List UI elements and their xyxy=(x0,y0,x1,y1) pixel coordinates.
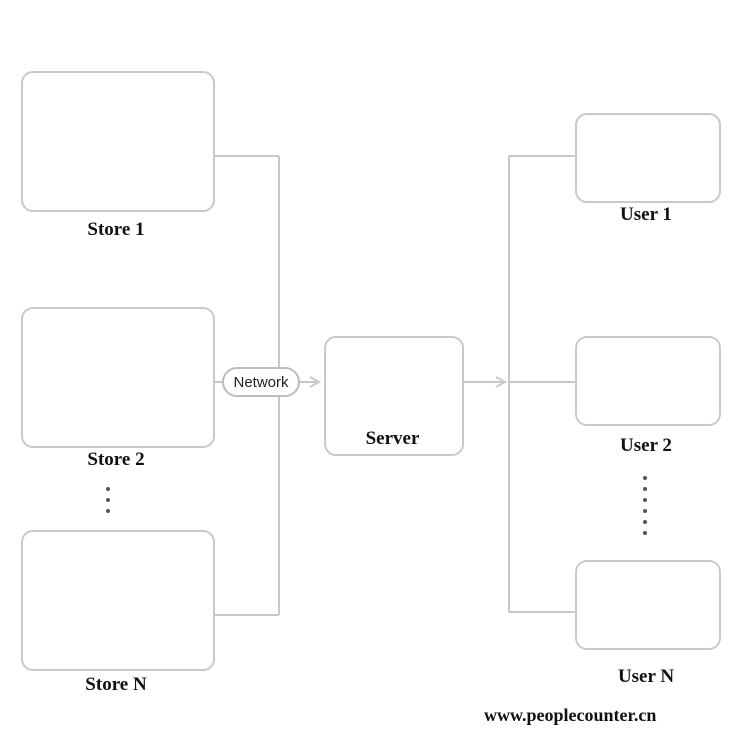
user-1-box xyxy=(575,113,721,203)
store-1-label: Store 1 xyxy=(87,219,145,240)
user-2-label: User 2 xyxy=(620,435,672,456)
store-n-box xyxy=(21,530,215,671)
user-2-box xyxy=(575,336,721,426)
store-n-label: Store N xyxy=(85,674,147,695)
store-2-label: Store 2 xyxy=(87,449,145,470)
user-1-label: User 1 xyxy=(620,204,672,225)
arrow-to-users-icon xyxy=(495,376,508,388)
store-1-box xyxy=(21,71,215,212)
stores-ellipsis xyxy=(106,487,110,520)
website-url: www.peoplecounter.cn xyxy=(484,705,657,725)
connection-lines xyxy=(212,155,575,616)
arrow-to-server-icon xyxy=(309,376,322,388)
user-n-label: User N xyxy=(617,666,675,687)
network-label: Network xyxy=(222,367,300,397)
users-ellipsis xyxy=(643,476,647,542)
user-n-box xyxy=(575,560,721,650)
store-2-box xyxy=(21,307,215,448)
server-box xyxy=(324,336,464,456)
server-label: Server xyxy=(365,428,420,449)
